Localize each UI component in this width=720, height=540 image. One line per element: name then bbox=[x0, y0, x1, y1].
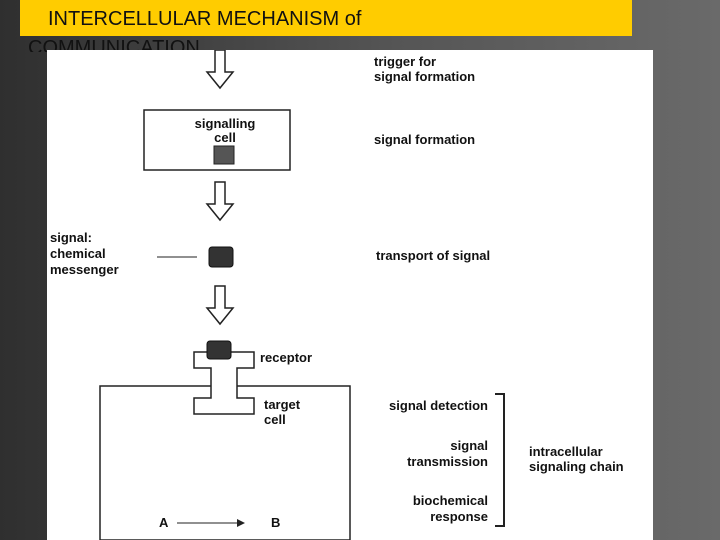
signaling-diagram: signalling cell signal: chemical messeng… bbox=[50, 50, 624, 540]
messenger-bound-to-receptor bbox=[206, 340, 232, 360]
down-arrow-formation bbox=[205, 181, 235, 222]
reaction-arrow-head bbox=[237, 519, 245, 527]
title-bar bbox=[20, 0, 632, 36]
down-arrow-trigger bbox=[205, 50, 235, 90]
signal-label-1: signal: bbox=[50, 230, 92, 245]
signalling-cell-label-1: signalling bbox=[195, 116, 256, 131]
target-cell-label-1: target bbox=[264, 397, 301, 412]
receptor-shape bbox=[193, 351, 255, 415]
intracellular-chain-bracket bbox=[495, 393, 505, 527]
chain-label-1: intracellular bbox=[529, 444, 603, 459]
step-formation: signal formation bbox=[374, 132, 475, 147]
step-trigger-2: signal formation bbox=[374, 69, 475, 84]
slide-title-line2: COMMUNICATION bbox=[28, 37, 200, 52]
step-response-2: response bbox=[430, 509, 488, 524]
step-detection: signal detection bbox=[389, 398, 488, 413]
signal-molecule-in-cell bbox=[213, 145, 235, 165]
step-transmission-1: signal bbox=[450, 438, 488, 453]
reaction-from-label: A bbox=[159, 515, 169, 530]
signal-label-2: chemical bbox=[50, 246, 106, 261]
slide-title-line1: INTERCELLULAR MECHANISM of bbox=[48, 8, 362, 30]
step-transport: transport of signal bbox=[376, 248, 490, 263]
receptor-label: receptor bbox=[260, 350, 312, 365]
signalling-cell-label-2: cell bbox=[214, 130, 236, 145]
step-trigger-1: trigger for bbox=[374, 54, 436, 69]
down-arrow-transport bbox=[205, 285, 235, 326]
target-cell-label-2: cell bbox=[264, 412, 286, 427]
step-response-1: biochemical bbox=[413, 493, 488, 508]
reaction-to-label: B bbox=[271, 515, 280, 530]
diagram-panel: signalling cell signal: chemical messeng… bbox=[47, 50, 653, 540]
signal-label-3: messenger bbox=[50, 262, 119, 277]
chain-label-2: signaling chain bbox=[529, 459, 624, 474]
step-transmission-2: transmission bbox=[407, 454, 488, 469]
chemical-messenger bbox=[208, 246, 234, 268]
